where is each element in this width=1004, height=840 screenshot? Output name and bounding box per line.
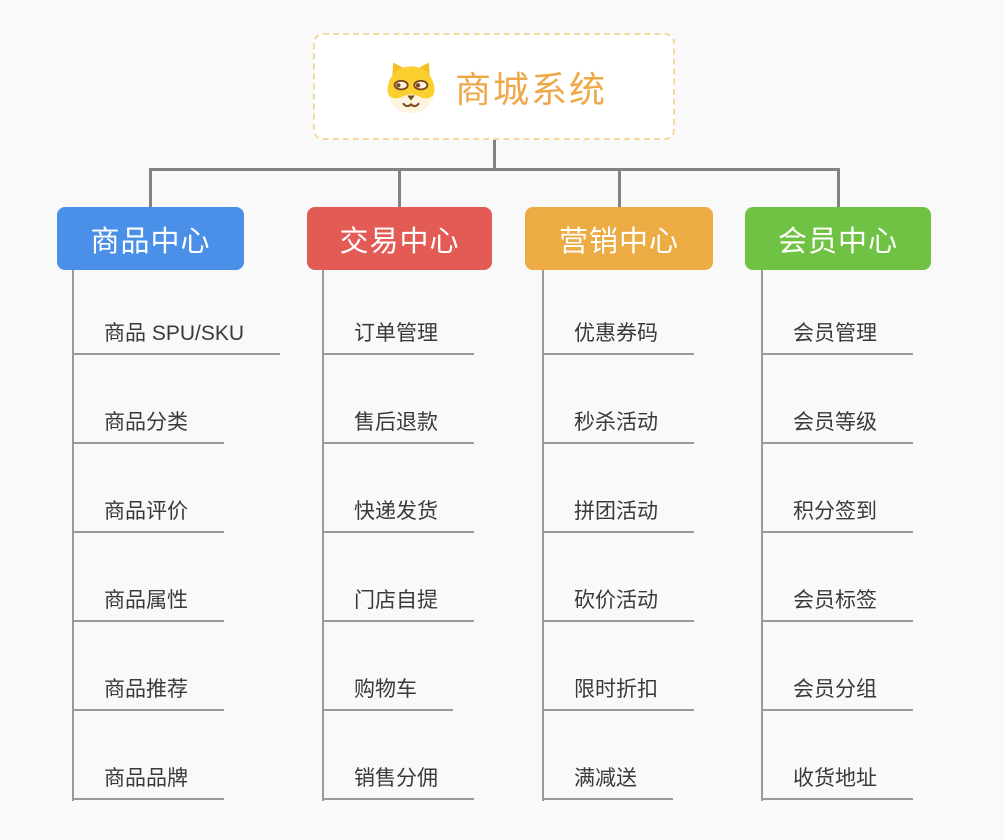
subtopic[interactable]: 会员分组 [761, 673, 913, 711]
root-topic[interactable]: 商城系统 [313, 33, 675, 140]
branch-trunk-member-center [761, 270, 763, 801]
subtopic[interactable]: 限时折扣 [542, 673, 694, 711]
connector-drop-member-center [836, 168, 840, 207]
subtopic[interactable]: 优惠券码 [542, 317, 694, 355]
subtopic[interactable]: 订单管理 [322, 317, 474, 355]
subtopic[interactable]: 购物车 [322, 673, 453, 711]
subtopic[interactable]: 满减送 [542, 762, 673, 800]
dog-face-icon [387, 62, 435, 113]
subtopic[interactable]: 销售分佣 [322, 762, 474, 800]
subtopic[interactable]: 拼团活动 [542, 495, 694, 533]
connector-root-stem [492, 140, 496, 170]
branch-topic-member-center[interactable]: 会员中心 [745, 207, 931, 270]
subtopic[interactable]: 商品属性 [72, 584, 224, 622]
connector-rail [149, 168, 840, 171]
branch-topic-trade-center[interactable]: 交易中心 [307, 207, 492, 270]
branch-trunk-marketing-center [542, 270, 544, 801]
subtopic[interactable]: 商品评价 [72, 495, 224, 533]
subtopic[interactable]: 售后退款 [322, 406, 474, 444]
subtopic[interactable]: 会员等级 [761, 406, 913, 444]
branch-topic-marketing-center[interactable]: 营销中心 [525, 207, 713, 270]
subtopic[interactable]: 商品品牌 [72, 762, 224, 800]
connector-drop-trade-center [398, 168, 401, 207]
connector-drop-product-center [148, 168, 152, 207]
subtopic[interactable]: 秒杀活动 [542, 406, 694, 444]
subtopic[interactable]: 积分签到 [761, 495, 913, 533]
subtopic[interactable]: 商品 SPU/SKU [72, 317, 281, 355]
subtopic[interactable]: 会员标签 [761, 584, 913, 622]
subtopic[interactable]: 收货地址 [761, 762, 913, 800]
connector-drop-marketing-center [617, 168, 621, 207]
subtopic[interactable]: 门店自提 [322, 584, 474, 622]
subtopic[interactable]: 商品推荐 [72, 673, 224, 711]
subtopic[interactable]: 快递发货 [322, 495, 474, 533]
subtopic[interactable]: 会员管理 [761, 317, 913, 355]
branch-trunk-trade-center [322, 270, 324, 801]
branch-topic-product-center[interactable]: 商品中心 [57, 207, 244, 270]
root-topic-label: 商城系统 [454, 68, 607, 110]
subtopic[interactable]: 商品分类 [72, 406, 224, 444]
branch-trunk-product-center [72, 270, 74, 801]
subtopic[interactable]: 砍价活动 [542, 584, 694, 622]
